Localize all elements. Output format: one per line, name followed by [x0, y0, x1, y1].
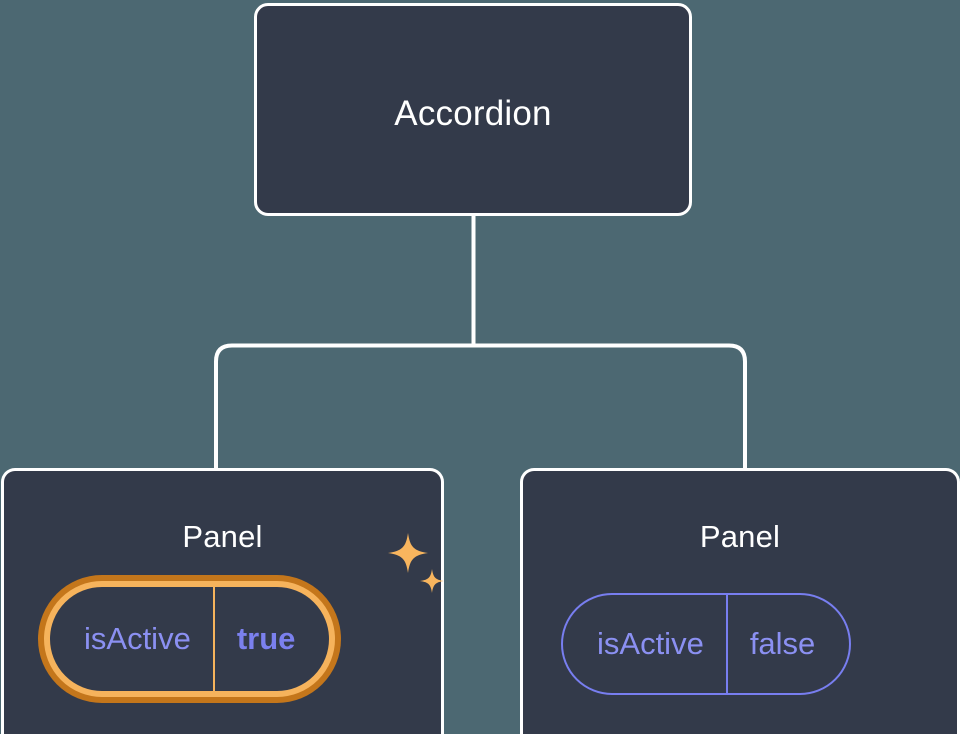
- node-panel-inactive[interactable]: Panel isActive false: [520, 468, 960, 734]
- node-panel-active[interactable]: Panel isActive true: [1, 468, 444, 734]
- node-accordion-title: Accordion: [394, 94, 552, 133]
- sparkle-icon-small: [420, 569, 444, 593]
- prop-pill-isactive-true[interactable]: isActive true: [44, 581, 336, 697]
- prop-value-true: true: [236, 621, 296, 656]
- prop-key-isactive: isActive: [597, 626, 704, 661]
- node-panel-inactive-title: Panel: [699, 519, 781, 554]
- prop-pill-isactive-false[interactable]: isActive false: [561, 593, 852, 695]
- connector-branch-left: [214, 343, 474, 470]
- prop-value-false: false: [725, 595, 849, 693]
- connector-branch-right: [473, 343, 747, 470]
- prop-pill-inactive-wrapper: isActive false: [561, 593, 852, 695]
- node-panel-active-title: Panel: [182, 519, 263, 554]
- prop-key-isactive: isActive: [50, 587, 215, 691]
- node-accordion[interactable]: Accordion: [254, 3, 692, 216]
- prop-pill-active-wrapper: isActive true: [44, 581, 336, 697]
